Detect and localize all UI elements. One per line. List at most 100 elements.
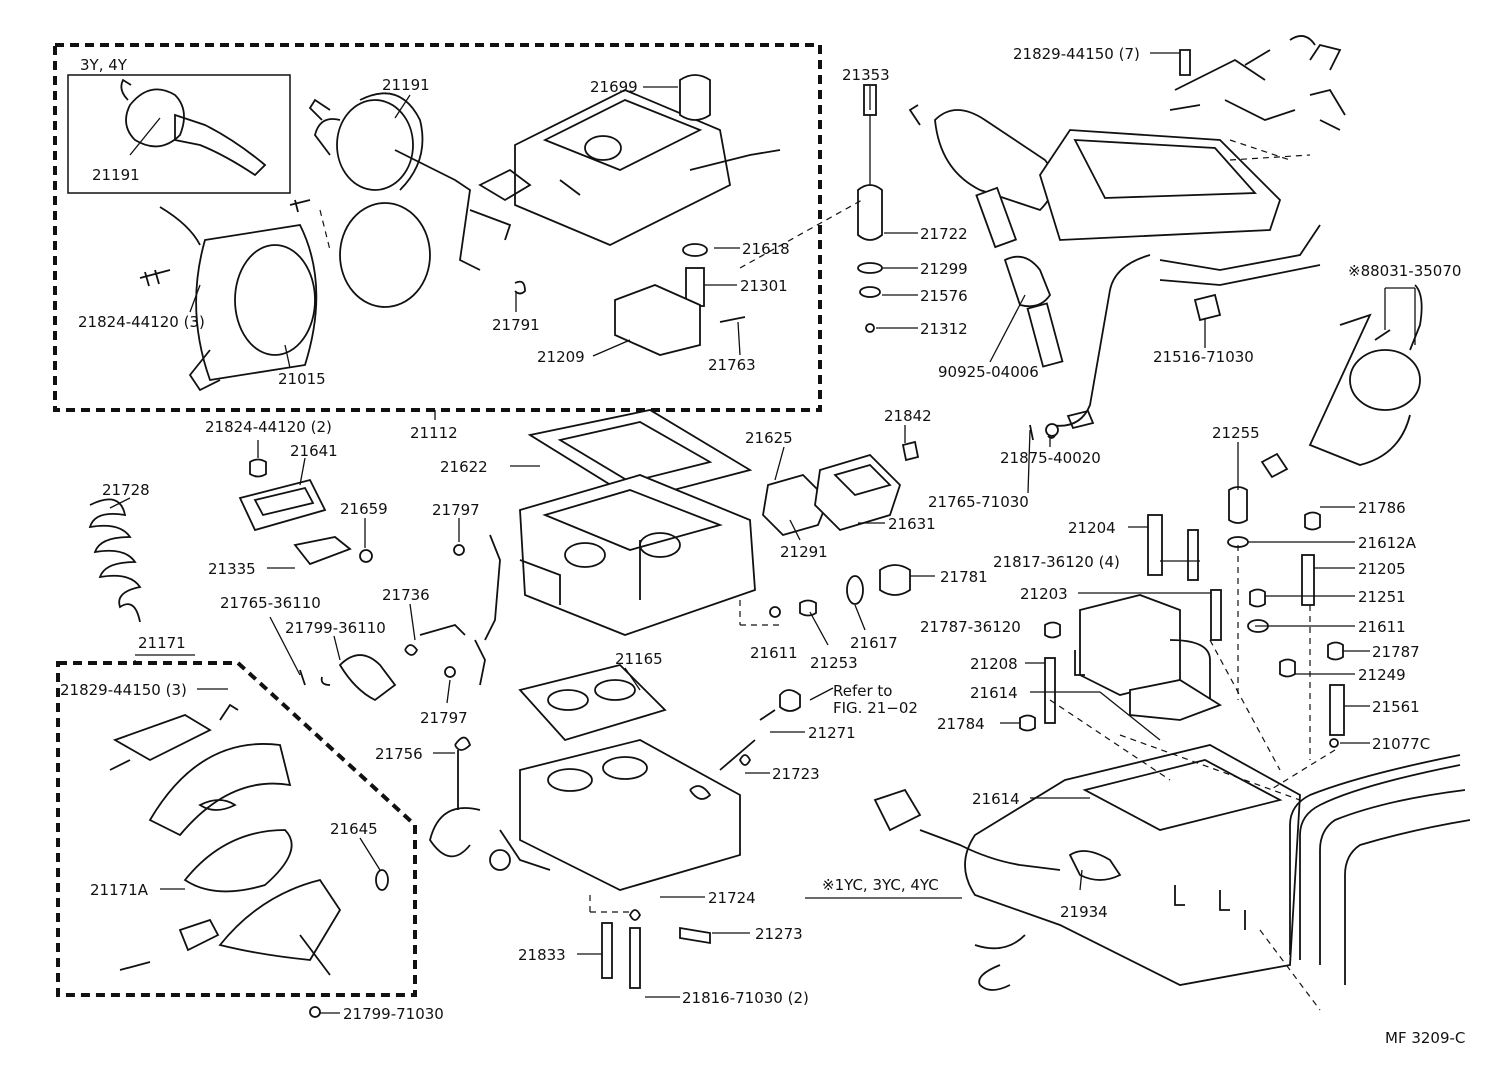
part-callout: ※88031-35070: [1348, 262, 1461, 280]
part-callouts: 21191 21191 21824-44120 (3) 21015 21699 …: [60, 45, 1461, 1023]
part-callout: 21817-36120 (4): [993, 553, 1120, 571]
vacuum-diaphragm-88031: [1260, 284, 1423, 479]
part-callout: 21203: [1020, 585, 1068, 603]
gasket-21641: [238, 458, 373, 566]
inset-engines-label: 3Y, 4Y: [80, 56, 128, 74]
part-callout: 21625: [745, 429, 793, 447]
part-callout: 21335: [208, 560, 256, 578]
part-callout: 21253: [810, 654, 858, 672]
part-callout: 21699: [590, 78, 638, 96]
part-callout: 21204: [1068, 519, 1116, 537]
part-callout: 21209: [537, 348, 585, 366]
leader-lines: [109, 52, 1416, 1014]
part-callout: 21722: [920, 225, 968, 243]
part-callout: 21797: [432, 501, 480, 519]
part-callout: 21833: [518, 946, 566, 964]
part-callout: 21875-40020: [1000, 449, 1101, 467]
carburetor-top-cover: [469, 89, 781, 246]
refer-fig-label: FIG. 21−02: [833, 699, 918, 717]
small-fittings-middle: [453, 423, 1059, 641]
group-labels: 3Y, 4Y ※1YC, 3YC, 4YC Refer to FIG. 21−0…: [80, 56, 1465, 1047]
heater-housing-21015: [139, 199, 431, 392]
part-callout: 21614: [972, 790, 1020, 808]
choke-linkage-21736: [299, 623, 486, 702]
refer-to-label: Refer to: [833, 682, 892, 700]
part-callout: 21205: [1358, 560, 1406, 578]
part-callout: 21576: [920, 287, 968, 305]
part-callout: 21208: [970, 655, 1018, 673]
part-callout: 21934: [1060, 903, 1108, 921]
part-callout: 21291: [780, 543, 828, 561]
choke-breaker-21191: [308, 92, 481, 271]
part-callout: 21614: [970, 684, 1018, 702]
part-callout: 21645: [330, 820, 378, 838]
part-callout: 21171A: [90, 881, 149, 899]
part-callout: 21824-44120 (3): [78, 313, 205, 331]
part-callout: 21736: [382, 586, 430, 604]
part-callout: 21659: [340, 500, 388, 518]
part-callout: 21786: [1358, 499, 1406, 517]
part-callout: 21612A: [1358, 534, 1417, 552]
part-callout: 21249: [1358, 666, 1406, 684]
part-callout: 21191: [382, 76, 430, 94]
part-callout: 21784: [937, 715, 985, 733]
part-callout: 21301: [740, 277, 788, 295]
part-callout: 21015: [278, 370, 326, 388]
part-callout: 21271: [808, 724, 856, 742]
phantom-lines: [319, 139, 1336, 1011]
part-callout: 21799-71030: [343, 1005, 444, 1023]
part-callout: 21756: [375, 745, 423, 763]
accelerator-pump-assembly: [1019, 514, 1223, 732]
hose-90925: [908, 104, 1064, 368]
float-body: [519, 474, 756, 636]
part-callout: 21273: [755, 925, 803, 943]
power-valve-21353: [857, 84, 883, 333]
part-callout: 21791: [492, 316, 540, 334]
flange-gasket-21165: [518, 664, 667, 742]
part-callout: 21191: [92, 166, 140, 184]
choke-breaker-inset: [120, 78, 267, 177]
part-callout: 21787-36120: [920, 618, 1021, 636]
throttle-body: [429, 736, 756, 891]
air-horn-bracket: [1039, 35, 1346, 322]
part-callout: 21353: [842, 66, 890, 84]
part-callout: 21763: [708, 356, 756, 374]
part-callout: 21299: [920, 260, 968, 278]
group-box-21112: [53, 43, 822, 412]
part-callout: 21723: [772, 765, 820, 783]
assembly-21171-label: 21171: [138, 634, 186, 652]
part-callout: 21724: [708, 889, 756, 907]
part-callout: 21611: [1358, 618, 1406, 636]
figure-code: MF 3209-C: [1385, 1029, 1465, 1047]
needle-valve-parts: [514, 74, 746, 356]
part-callout: 21824-44120 (2): [205, 418, 332, 436]
part-callout: 21165: [615, 650, 663, 668]
part-callout: 21077C: [1372, 735, 1430, 753]
part-callout: 21765-71030: [928, 493, 1029, 511]
part-callout: 90925-04006: [938, 363, 1039, 381]
dashpot-21171: [109, 703, 389, 976]
part-callout: 21765-36110: [220, 594, 321, 612]
part-callout: 21842: [884, 407, 932, 425]
part-callout: 21516-71030: [1153, 348, 1254, 366]
main-body-lower: [964, 744, 1301, 991]
part-callout: 21829-44150 (3): [60, 681, 187, 699]
inset-box-3y-4y: [67, 74, 291, 194]
part-callout: 21781: [940, 568, 988, 586]
idle-screw-parts: [309, 689, 801, 1018]
part-callout: 21611: [750, 644, 798, 662]
part-callout: 21618: [742, 240, 790, 258]
right-side-small-parts: [1227, 486, 1345, 748]
spring-21728: [88, 498, 142, 623]
part-callout: 21797: [420, 709, 468, 727]
part-callout: 21255: [1212, 424, 1260, 442]
part-callout: 21561: [1372, 698, 1420, 716]
part-callout: 21829-44150 (7): [1013, 45, 1140, 63]
group-box-21171: [56, 661, 417, 997]
part-callout: 21728: [102, 481, 150, 499]
part-callout: 21816-71030 (2): [682, 989, 809, 1007]
fuel-pipes: [1289, 754, 1471, 985]
assembly-21112-label: 21112: [410, 424, 458, 442]
engine-note-label: ※1YC, 3YC, 4YC: [822, 876, 939, 894]
